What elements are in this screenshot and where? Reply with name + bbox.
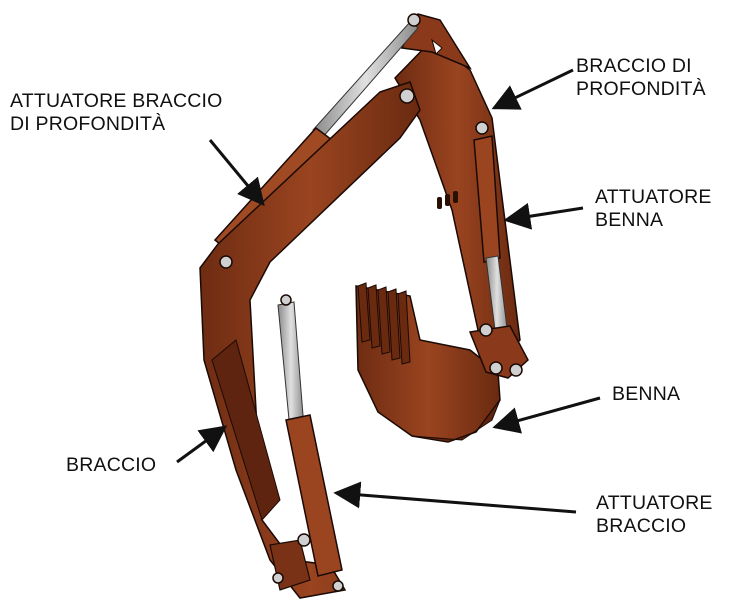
label-dipper-actuator-line2: DI PROFONDITÀ: [10, 113, 223, 136]
label-boom-actuator-line1: ATTUATORE: [596, 492, 713, 515]
label-dipper-actuator: ATTUATORE BRACCIO DI PROFONDITÀ: [10, 90, 223, 136]
label-dipper-actuator-line1: ATTUATORE BRACCIO: [10, 90, 223, 113]
arrow-boom-actuator: [336, 493, 576, 512]
boom-cylinder: [278, 302, 342, 576]
label-bucket-line1: BENNA: [612, 383, 680, 406]
label-boom: BRACCIO: [66, 454, 156, 477]
label-bucket-actuator: ATTUATORE BENNA: [595, 186, 712, 232]
label-bucket-actuator-line1: ATTUATORE: [595, 186, 712, 209]
label-bucket: BENNA: [612, 383, 680, 406]
arrow-dipper-arm: [494, 70, 573, 108]
arrow-boom: [177, 427, 225, 462]
label-dipper-arm-line1: BRACCIO DI: [576, 55, 706, 78]
label-dipper-arm: BRACCIO DI PROFONDITÀ: [576, 55, 706, 101]
label-boom-line1: BRACCIO: [66, 454, 156, 477]
label-boom-actuator: ATTUATORE BRACCIO: [596, 492, 713, 538]
arrow-dipper-actuator: [210, 140, 263, 204]
arrow-bucket: [495, 398, 600, 427]
label-dipper-arm-line2: PROFONDITÀ: [576, 78, 706, 101]
label-bucket-actuator-line2: BENNA: [595, 209, 712, 232]
label-boom-actuator-line2: BRACCIO: [596, 515, 713, 538]
arrow-bucket-actuator: [506, 208, 583, 220]
